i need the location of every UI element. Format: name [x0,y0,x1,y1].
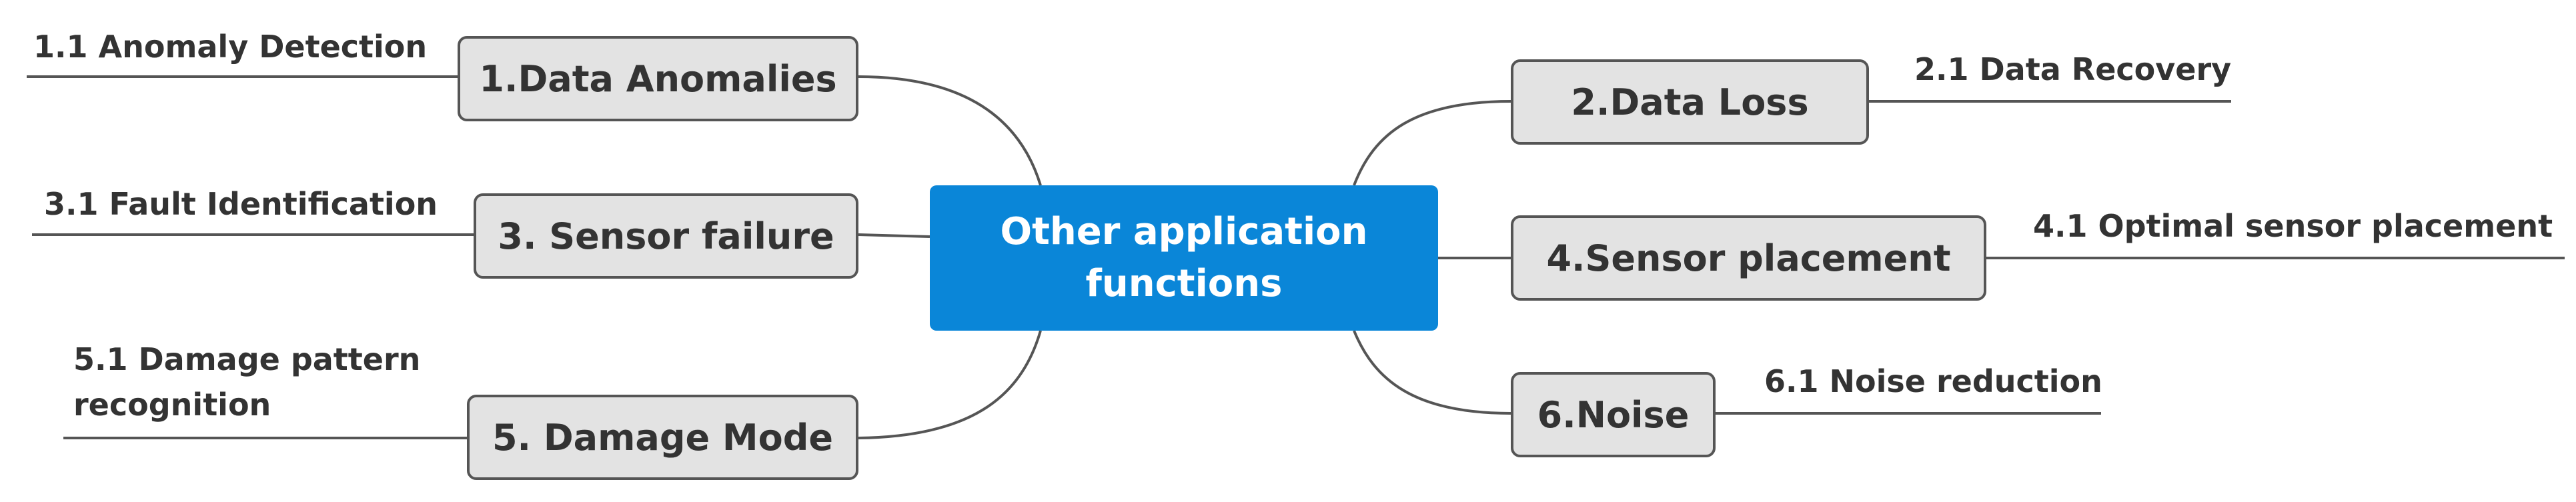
branch-sensor-placement[interactable]: 4.Sensor placement [1511,215,1986,301]
connector-central-to-data-anomalies [858,75,1042,186]
leaf-optimal-sensor-placement[interactable]: 4.1 Optimal sensor placement [2033,208,2553,244]
leaf-data-recovery[interactable]: 2.1 Data Recovery [1914,51,2232,87]
branch-data-anomalies[interactable]: 1.Data Anomalies [458,36,858,121]
leaf-damage-pattern-recognition[interactable]: 5.1 Damage pattern recognition [73,337,420,427]
central-topic-line2: functions [1085,262,1283,305]
connector-central-to-noise [1353,330,1511,415]
branch-label: 6.Noise [1537,393,1690,436]
branch-label: 3. Sensor failure [498,215,834,257]
branch-sensor-failure[interactable]: 3. Sensor failure [474,193,858,279]
leaf-noise-reduction[interactable]: 6.1 Noise reduction [1764,363,2102,399]
branch-data-loss[interactable]: 2.Data Loss [1511,59,1869,145]
connector-central-to-sensor-failure [858,233,930,238]
leaf-anomaly-detection[interactable]: 1.1 Anomaly Detection [33,29,428,65]
branch-label: 1.Data Anomalies [479,57,837,100]
leaf-line2: recognition [73,387,271,423]
leaf-fault-identification[interactable]: 3.1 Fault Identification [44,186,438,222]
connector-central-to-damage-mode [858,330,1042,439]
connector-central-to-data-loss [1353,100,1511,186]
leaf-line1: 5.1 Damage pattern [73,341,421,377]
branch-label: 5. Damage Mode [492,416,834,459]
central-topic-line1: Other application [1000,210,1368,253]
branch-noise[interactable]: 6.Noise [1511,372,1716,457]
branch-label: 4.Sensor placement [1546,237,1951,279]
branch-label: 2.Data Loss [1571,81,1809,123]
branch-damage-mode[interactable]: 5. Damage Mode [467,395,858,480]
central-topic[interactable]: Other application functions [930,185,1438,331]
